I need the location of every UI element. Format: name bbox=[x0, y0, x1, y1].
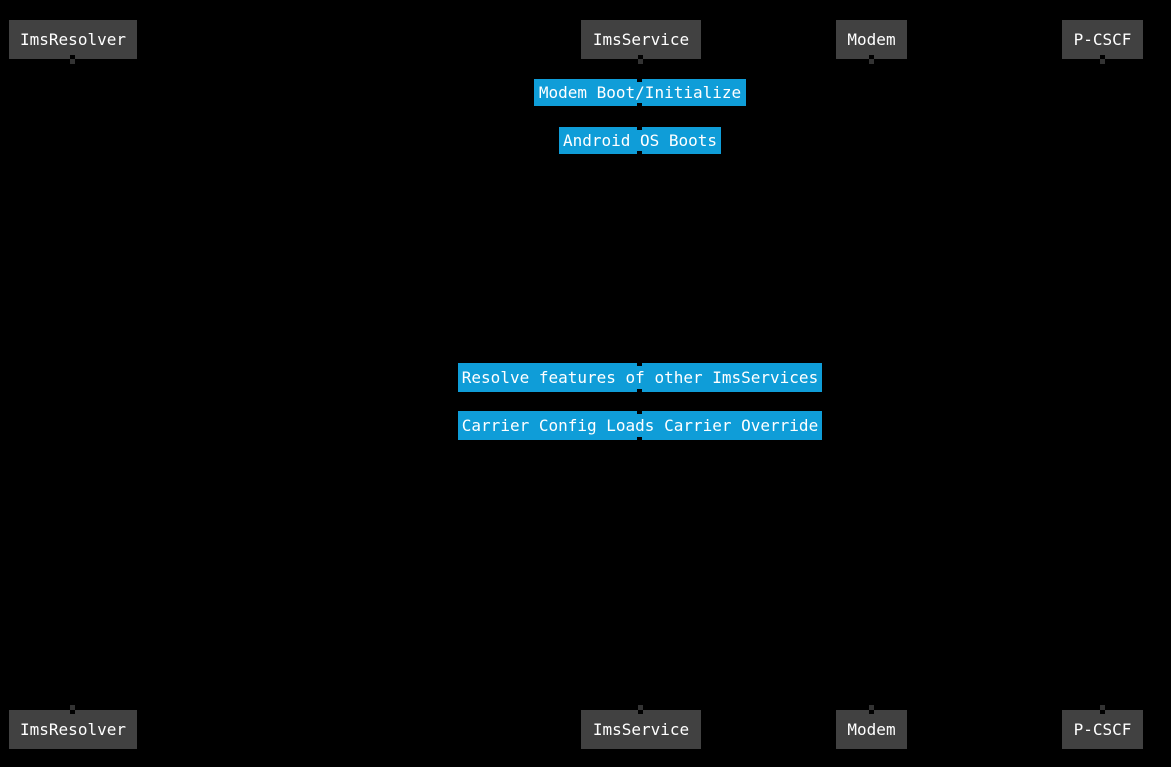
lifeline-stub-pcscf-bottom bbox=[1100, 705, 1105, 710]
lifeline-stub-pcscf-top bbox=[1100, 59, 1105, 64]
participant-imsresolver-bottom: ImsResolver bbox=[9, 710, 137, 749]
note-carrier-config-override: Carrier Config Loads Carrier Override bbox=[458, 411, 822, 440]
lifeline-stub-imsservice-top bbox=[638, 59, 643, 64]
lifeline-notch bbox=[637, 151, 642, 154]
lifeline-stub-modem-bottom bbox=[869, 705, 874, 710]
participant-imsresolver-top: ImsResolver bbox=[9, 20, 137, 59]
lifeline-notch bbox=[638, 55, 643, 59]
lifeline-notch bbox=[637, 103, 642, 106]
lifeline-stub-imsresolver-top bbox=[70, 59, 75, 64]
lifeline-notch bbox=[637, 127, 642, 130]
note-resolve-features: Resolve features of other ImsServices bbox=[458, 363, 822, 392]
lifeline-notch bbox=[637, 363, 642, 366]
participant-imsservice-top: ImsService bbox=[581, 20, 701, 59]
lifeline-notch bbox=[1100, 710, 1105, 714]
note-modem-boot-initialize: Modem Boot/Initialize bbox=[534, 79, 746, 106]
note-android-os-boots: Android OS Boots bbox=[559, 127, 721, 154]
lifeline-notch bbox=[1100, 55, 1105, 59]
participant-imsservice-bottom: ImsService bbox=[581, 710, 701, 749]
lifeline-notch bbox=[869, 55, 874, 59]
lifeline-stub-imsresolver-bottom bbox=[70, 705, 75, 710]
participant-modem-bottom: Modem bbox=[836, 710, 907, 749]
lifeline-notch bbox=[70, 710, 75, 714]
lifeline-notch bbox=[637, 437, 642, 440]
lifeline-stub-imsservice-bottom bbox=[638, 705, 643, 710]
lifeline-stub-modem-top bbox=[869, 59, 874, 64]
lifeline-notch bbox=[637, 389, 642, 392]
lifeline-notch bbox=[638, 710, 643, 714]
lifeline-notch bbox=[869, 710, 874, 714]
participant-modem-top: Modem bbox=[836, 20, 907, 59]
participant-pcscf-bottom: P-CSCF bbox=[1062, 710, 1143, 749]
participant-pcscf-top: P-CSCF bbox=[1062, 20, 1143, 59]
lifeline-notch bbox=[70, 55, 75, 59]
lifeline-notch bbox=[637, 411, 642, 414]
lifeline-notch bbox=[637, 79, 642, 82]
